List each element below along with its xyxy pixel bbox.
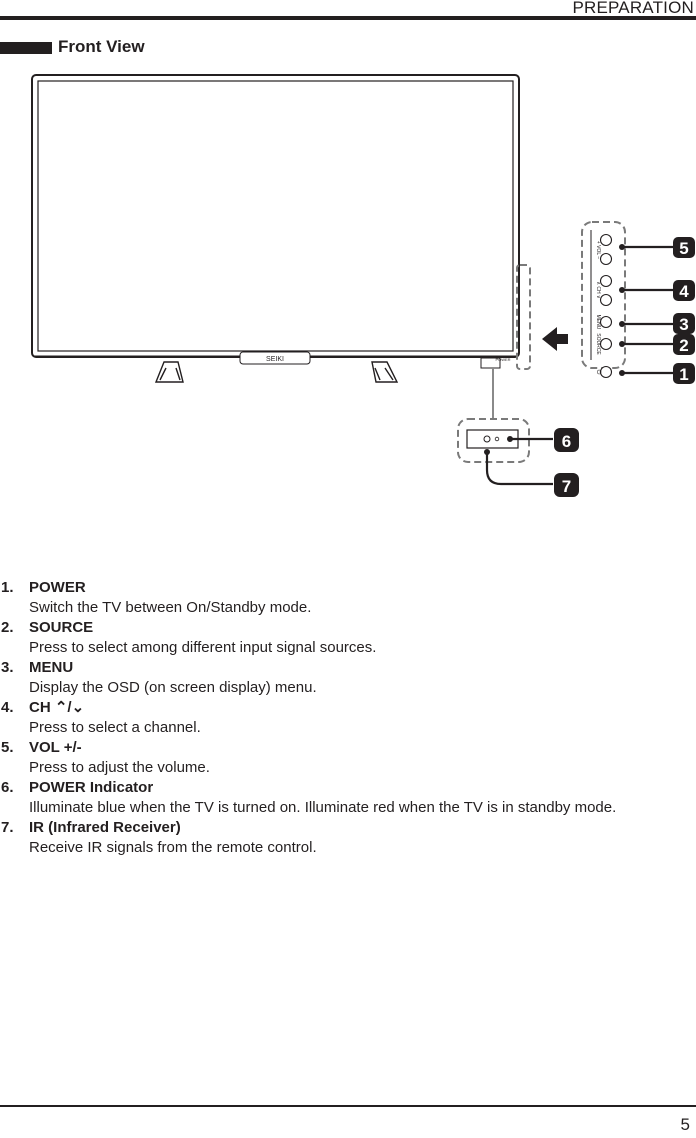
feature-description: Receive IR signals from the remote contr… — [29, 839, 317, 856]
callout-badge-4: 4 — [673, 280, 695, 301]
svg-text:6: 6 — [562, 432, 571, 451]
feature-name: IR (Infrared Receiver) — [29, 819, 181, 836]
feature-number: 4. — [1, 699, 14, 716]
source-button — [599, 337, 613, 351]
ir-leader-line — [485, 452, 553, 486]
page-number: 5 — [680, 1115, 690, 1134]
feature-description: Press to select a channel. — [29, 719, 201, 736]
svg-text:2: 2 — [679, 336, 688, 355]
feature-item-menu: 3. MENU Display the OSD (on screen displ… — [0, 658, 696, 698]
feature-name: POWER Indicator — [29, 779, 154, 796]
section-marker-bar — [0, 42, 52, 54]
left-arrow-icon — [542, 327, 568, 351]
feature-name: CH ⌃/⌄ — [29, 699, 85, 716]
svg-text:7: 7 — [562, 477, 571, 496]
header-rule — [0, 16, 696, 20]
feature-number: 6. — [1, 779, 14, 796]
callout-badge-5: 5 — [673, 237, 695, 258]
feature-number: 3. — [1, 659, 14, 676]
brand-plate — [239, 351, 311, 365]
feature-description: Press to select among different input si… — [29, 639, 377, 656]
svg-text:5: 5 — [679, 239, 688, 258]
feature-description: Illuminate blue when the TV is turned on… — [29, 799, 617, 816]
power-indicator-dot — [494, 436, 500, 442]
menu-button — [599, 315, 613, 329]
menu-label: MENU — [595, 315, 601, 330]
feature-item-source: 2. SOURCE Press to select among differen… — [0, 618, 696, 658]
footer-rule — [0, 1105, 696, 1107]
power-indicator-label: POWER — [495, 357, 510, 362]
tv-screen — [37, 80, 514, 352]
ir-receiver-dot — [483, 435, 491, 443]
feature-name: MENU — [29, 659, 74, 676]
feature-item-volume: 5. VOL +/- Press to adjust the volume. — [0, 738, 696, 778]
callout-badge-1: 1 — [673, 363, 695, 384]
svg-text:4: 4 — [679, 282, 689, 301]
feature-item-power-indicator: 6. POWER Indicator Illuminate blue when … — [0, 778, 696, 818]
callout-badge-7: 7 — [554, 473, 579, 497]
feature-description: Display the OSD (on screen display) menu… — [29, 679, 317, 696]
vol-plus-button — [599, 233, 613, 247]
feature-item-ir-receiver: 7. IR (Infrared Receiver) Receive IR sig… — [0, 818, 696, 858]
power-symbol-label: ⏻ — [595, 370, 602, 375]
feature-description: Press to adjust the volume. — [29, 759, 210, 776]
feature-description: Switch the TV between On/Standby mode. — [29, 599, 312, 616]
ch-down-button — [599, 293, 613, 307]
feature-number: 1. — [1, 579, 14, 596]
indicator-zoom-panel — [457, 418, 530, 463]
feature-name: SOURCE — [29, 619, 94, 636]
feature-item-channel: 4. CH ⌃/⌄ Press to select a channel. — [0, 698, 696, 738]
side-button-panel: + VOL − ∧ CH ∨ MENU SOURCE ⏻ — [581, 221, 626, 379]
ch-label: ∧ CH ∨ — [595, 281, 601, 299]
header-title: PREPARATION — [572, 0, 694, 17]
tv-outer-frame — [31, 74, 520, 358]
tv-illustration: SEIKI POWER — [31, 74, 520, 383]
right-stand — [371, 361, 399, 383]
callout-badge-3: 3 — [673, 313, 695, 334]
feature-list: 1. POWER Switch the TV between On/Standb… — [0, 578, 696, 858]
svg-text:1: 1 — [679, 365, 688, 384]
ir-window-small — [480, 357, 501, 369]
callout-badge-2: 2 — [673, 334, 695, 355]
feature-name: VOL +/- — [29, 739, 82, 756]
indicator-zoom-dashed-outline — [457, 418, 530, 463]
feature-number: 7. — [1, 819, 14, 836]
vol-label: + VOL − — [595, 241, 601, 260]
vol-minus-button — [599, 252, 613, 266]
side-leader-lines — [622, 245, 675, 375]
brand-label: SEIKI — [266, 356, 284, 363]
left-stand — [154, 361, 184, 383]
feature-item-power: 1. POWER Switch the TV between On/Standb… — [0, 578, 696, 618]
feature-name: POWER — [29, 579, 86, 596]
svg-text:3: 3 — [679, 315, 688, 334]
feature-number: 5. — [1, 739, 14, 756]
front-view-diagram: SEIKI POWER + VOL − ∧ CH ∨ MENU SOURCE ⏻ — [31, 74, 695, 497]
feature-number: 2. — [1, 619, 14, 636]
power-button — [599, 365, 613, 379]
source-label: SOURCE — [595, 333, 601, 355]
callout-badge-6: 6 — [554, 428, 579, 452]
side-button-highlight — [516, 264, 531, 370]
ch-up-button — [599, 274, 613, 288]
section-title: Front View — [58, 37, 145, 56]
